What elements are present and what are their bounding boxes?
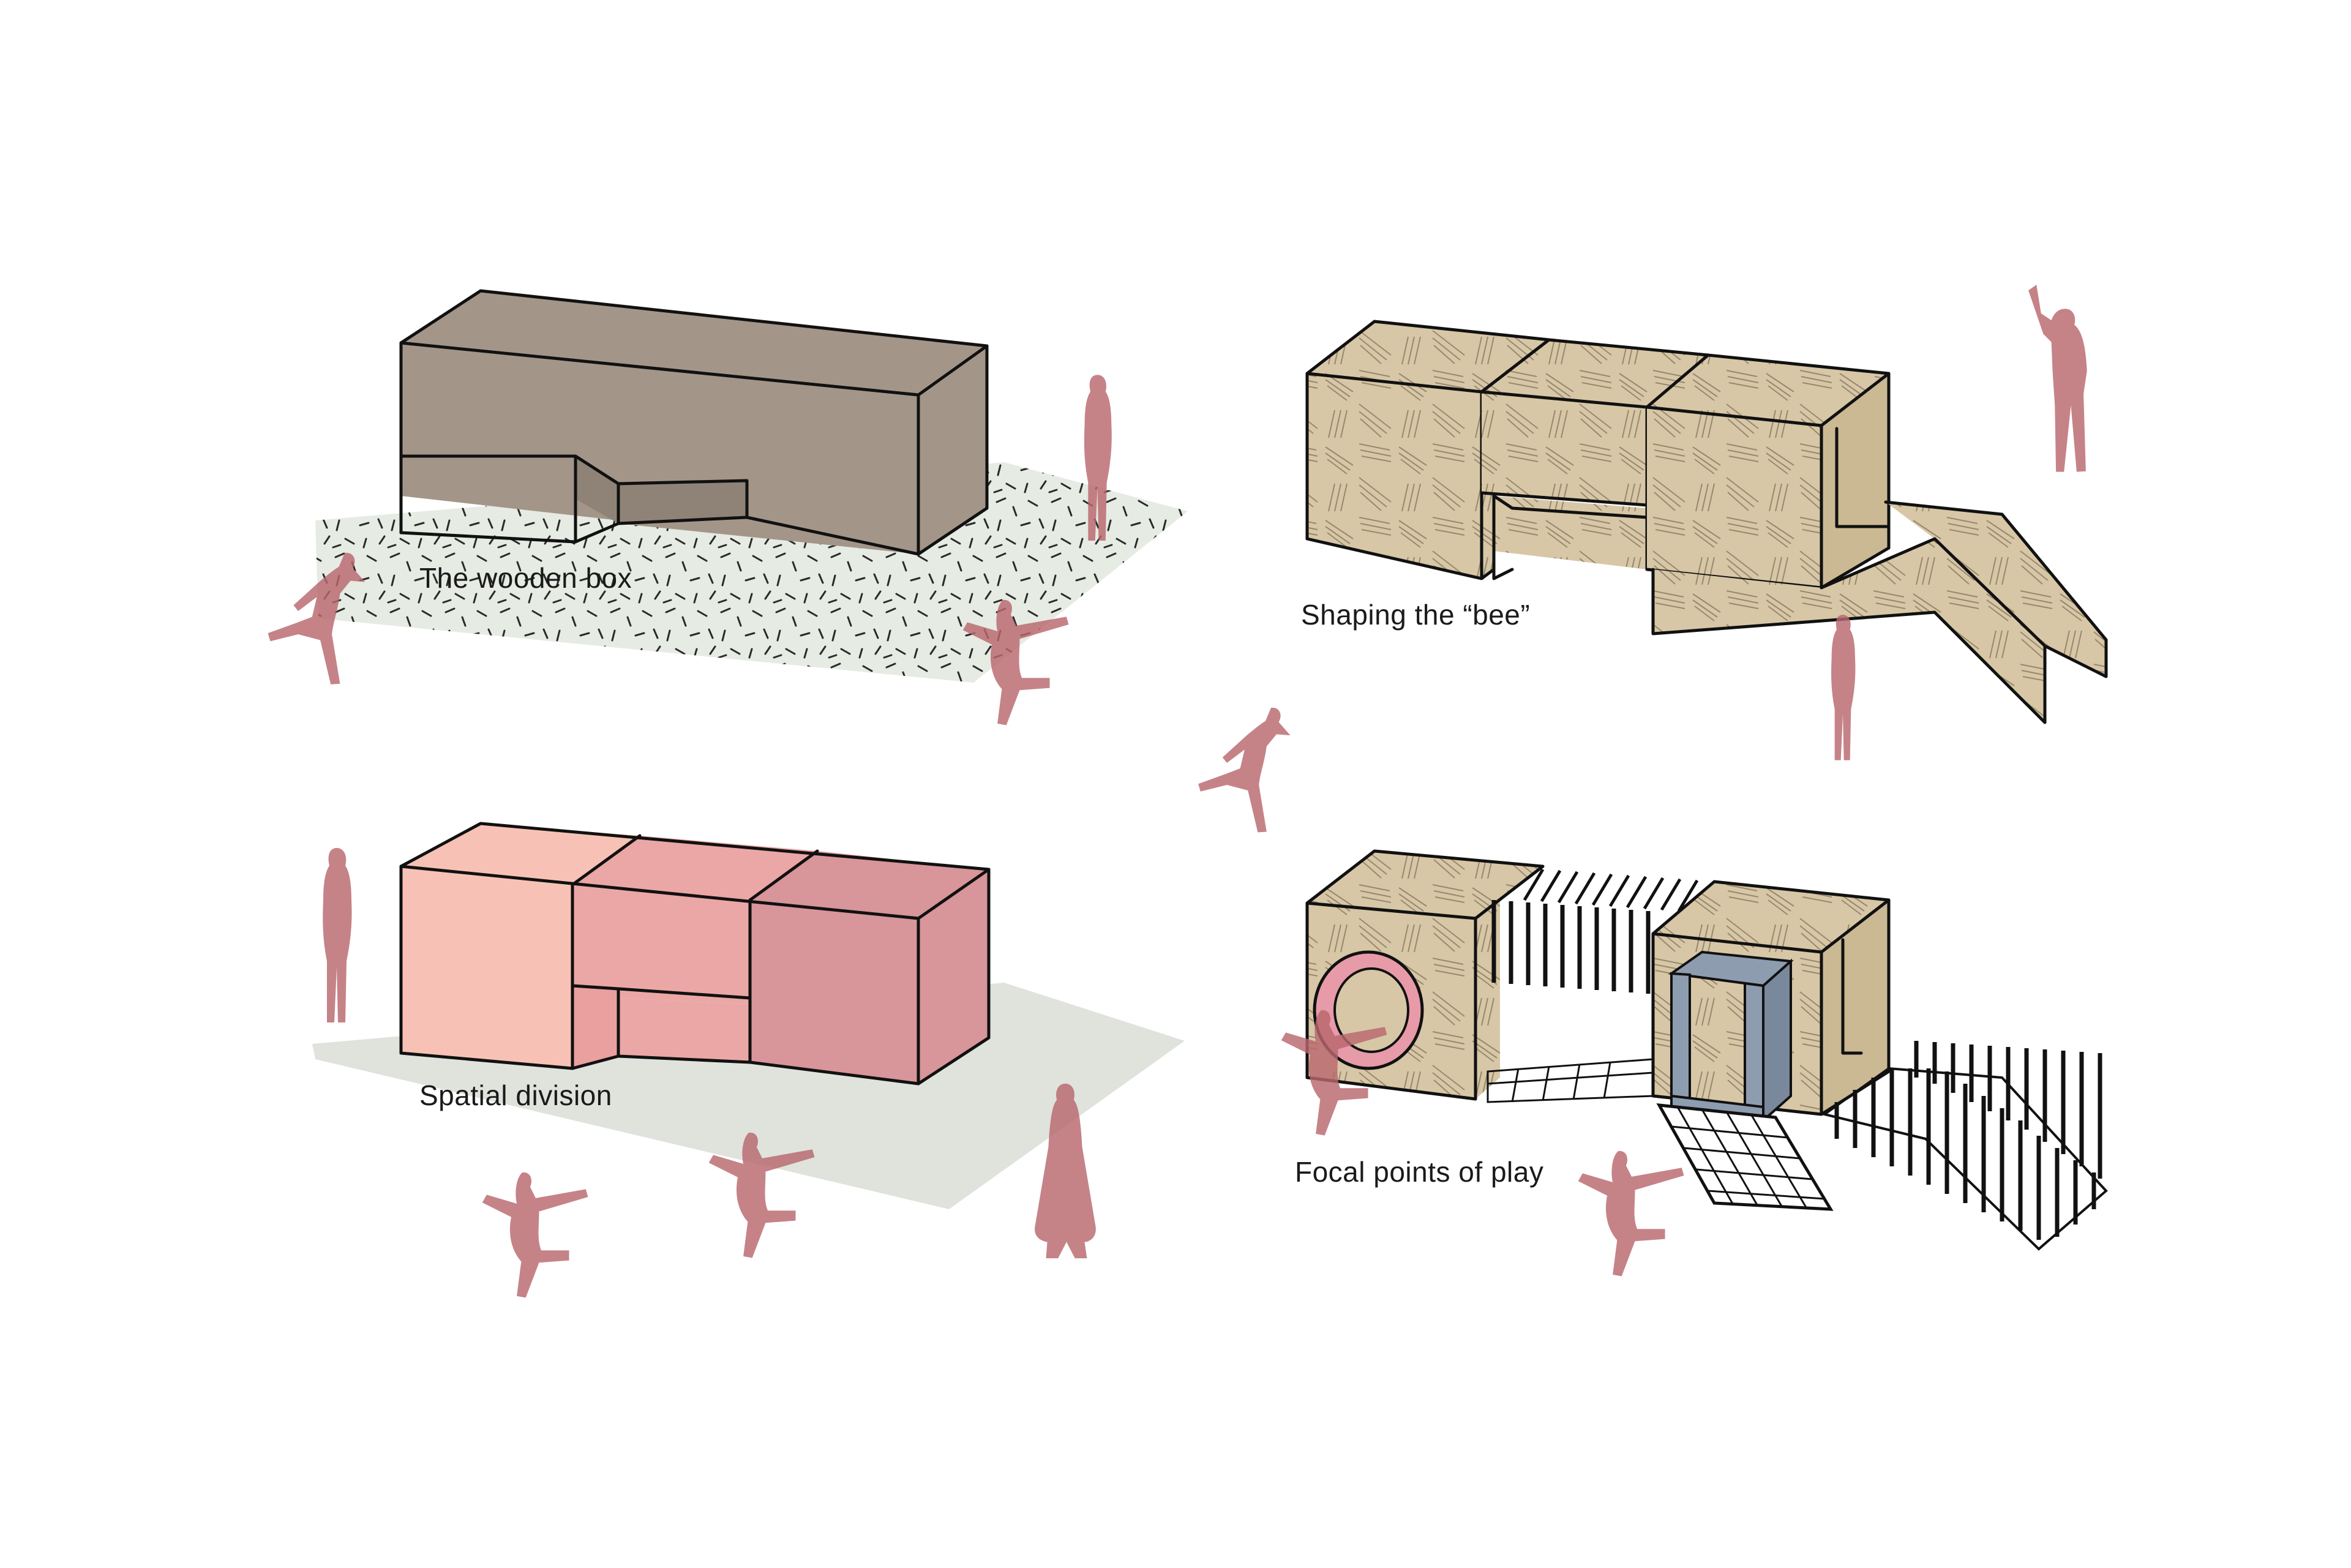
bee-module-right (1645, 353, 1891, 590)
divided-box-volume (399, 822, 991, 1086)
caption-shaping-bee: Shaping the “bee” (1301, 599, 1530, 631)
bee-module-middle (1480, 338, 1710, 580)
net-ramp (1656, 1103, 1834, 1211)
caption-focal-points: Focal points of play (1295, 1156, 1543, 1188)
slatted-tunnel (1487, 868, 1699, 1103)
bee-module-left (1305, 320, 1551, 580)
stair-fence (1821, 1041, 2108, 1251)
person-silhouette-icon (1578, 1150, 1684, 1277)
panel-wooden-box: The wooden box (315, 289, 1188, 683)
panel-shaping-bee: Shaping the “bee” (1301, 320, 2108, 724)
caption-spatial-division: Spatial division (419, 1079, 612, 1111)
panel-focal-points: Focal points of play (1295, 849, 2108, 1251)
person-silhouette-icon (1198, 707, 1291, 833)
person-silhouette-icon (482, 1172, 588, 1298)
person-silhouette-icon (2028, 285, 2087, 472)
wooden-box-volume (399, 289, 989, 556)
panel-spatial-division: Spatial division (312, 822, 1185, 1209)
bee-ramps (1651, 500, 2108, 724)
person-silhouette-icon (323, 848, 352, 1022)
caption-wooden-box: The wooden box (419, 562, 632, 594)
person-silhouette-icon (1831, 615, 1856, 760)
